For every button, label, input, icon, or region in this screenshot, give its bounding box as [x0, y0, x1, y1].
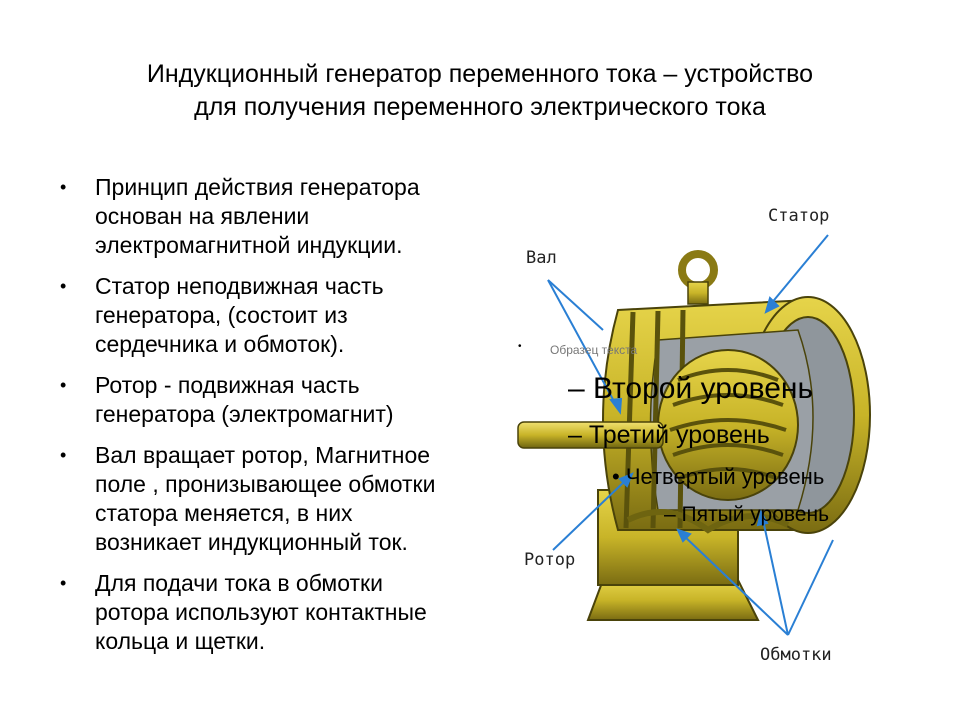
bullet-line: ротора используют контактные	[95, 599, 427, 625]
bullet-line: электромагнитной индукции.	[95, 232, 403, 258]
bullet-line: возникает индукционный ток.	[95, 529, 408, 555]
placeholder-level-1: • Образец текста	[518, 341, 638, 357]
title-line-1: Индукционный генератор переменного тока …	[146, 60, 814, 88]
bullet-line: сердечника и обмоток).	[95, 331, 345, 357]
label-windings: Обмотки	[760, 645, 832, 665]
lifting-eye-stem	[687, 281, 709, 305]
bullet-dot: •	[60, 573, 67, 593]
bullet-item: • Принцип действия генератора основан на…	[60, 173, 500, 260]
generator-drawing	[517, 234, 871, 636]
placeholder-text-1: Образец текста	[550, 343, 638, 357]
bullet-line: статора меняется, в них	[95, 500, 353, 526]
bullet-dot: •	[60, 177, 67, 197]
generator-illustration: Статор Вал Ротор Обмотки	[508, 190, 908, 680]
bullet-dot: •	[60, 375, 67, 395]
placeholder-level-3: – Третий уровень	[568, 421, 770, 449]
bullet-item: • Статор неподвижная часть генератора, (…	[60, 272, 500, 359]
bullet-line: Статор неподвижная часть	[95, 273, 384, 299]
lifting-eye	[678, 250, 718, 290]
placeholder-level-2: – Второй уровень	[568, 372, 814, 405]
bullet-line: генератора, (состоит из	[95, 302, 348, 328]
callout-arrows	[547, 234, 834, 636]
bullet-line: основан на явлении	[95, 203, 310, 229]
bullet-item: • Для подачи тока в обмотки ротора испол…	[60, 569, 500, 656]
bullet-item: • Вал вращает ротор, Магнитное поле , пр…	[60, 441, 500, 557]
bullet-line: Вал вращает ротор, Магнитное	[95, 442, 431, 468]
placeholder-level-5: – Пятый уровень	[664, 503, 830, 526]
slide-title: Индукционный генератор переменного тока …	[40, 58, 920, 124]
label-shaft: Вал	[526, 248, 557, 268]
bullet-line: Для подачи тока в обмотки	[95, 570, 383, 596]
label-rotor: Ротор	[524, 550, 576, 570]
bullet-dot: •	[60, 445, 67, 465]
bullet-dot: •	[60, 276, 67, 296]
bullet-item: • Ротор - подвижная часть генератора (эл…	[60, 371, 500, 429]
bullet-list: • Принцип действия генератора основан на…	[60, 173, 500, 668]
label-stator: Статор	[768, 206, 830, 226]
bullet-line: генератора (электромагнит)	[95, 401, 394, 427]
shaft	[517, 421, 664, 449]
bullet-line: поле , пронизывающее обмотки	[95, 471, 436, 497]
rotor-windings	[669, 368, 787, 480]
placeholder-bullet: •	[518, 341, 522, 352]
bullet-line: Ротор - подвижная часть	[95, 372, 360, 398]
bullet-line: кольца и щетки.	[95, 628, 266, 654]
bullet-line: Принцип действия генератора	[95, 174, 420, 200]
title-line-2: для получения переменного электрического…	[194, 93, 766, 121]
placeholder-level-4: • Четвертый уровень	[612, 464, 825, 489]
